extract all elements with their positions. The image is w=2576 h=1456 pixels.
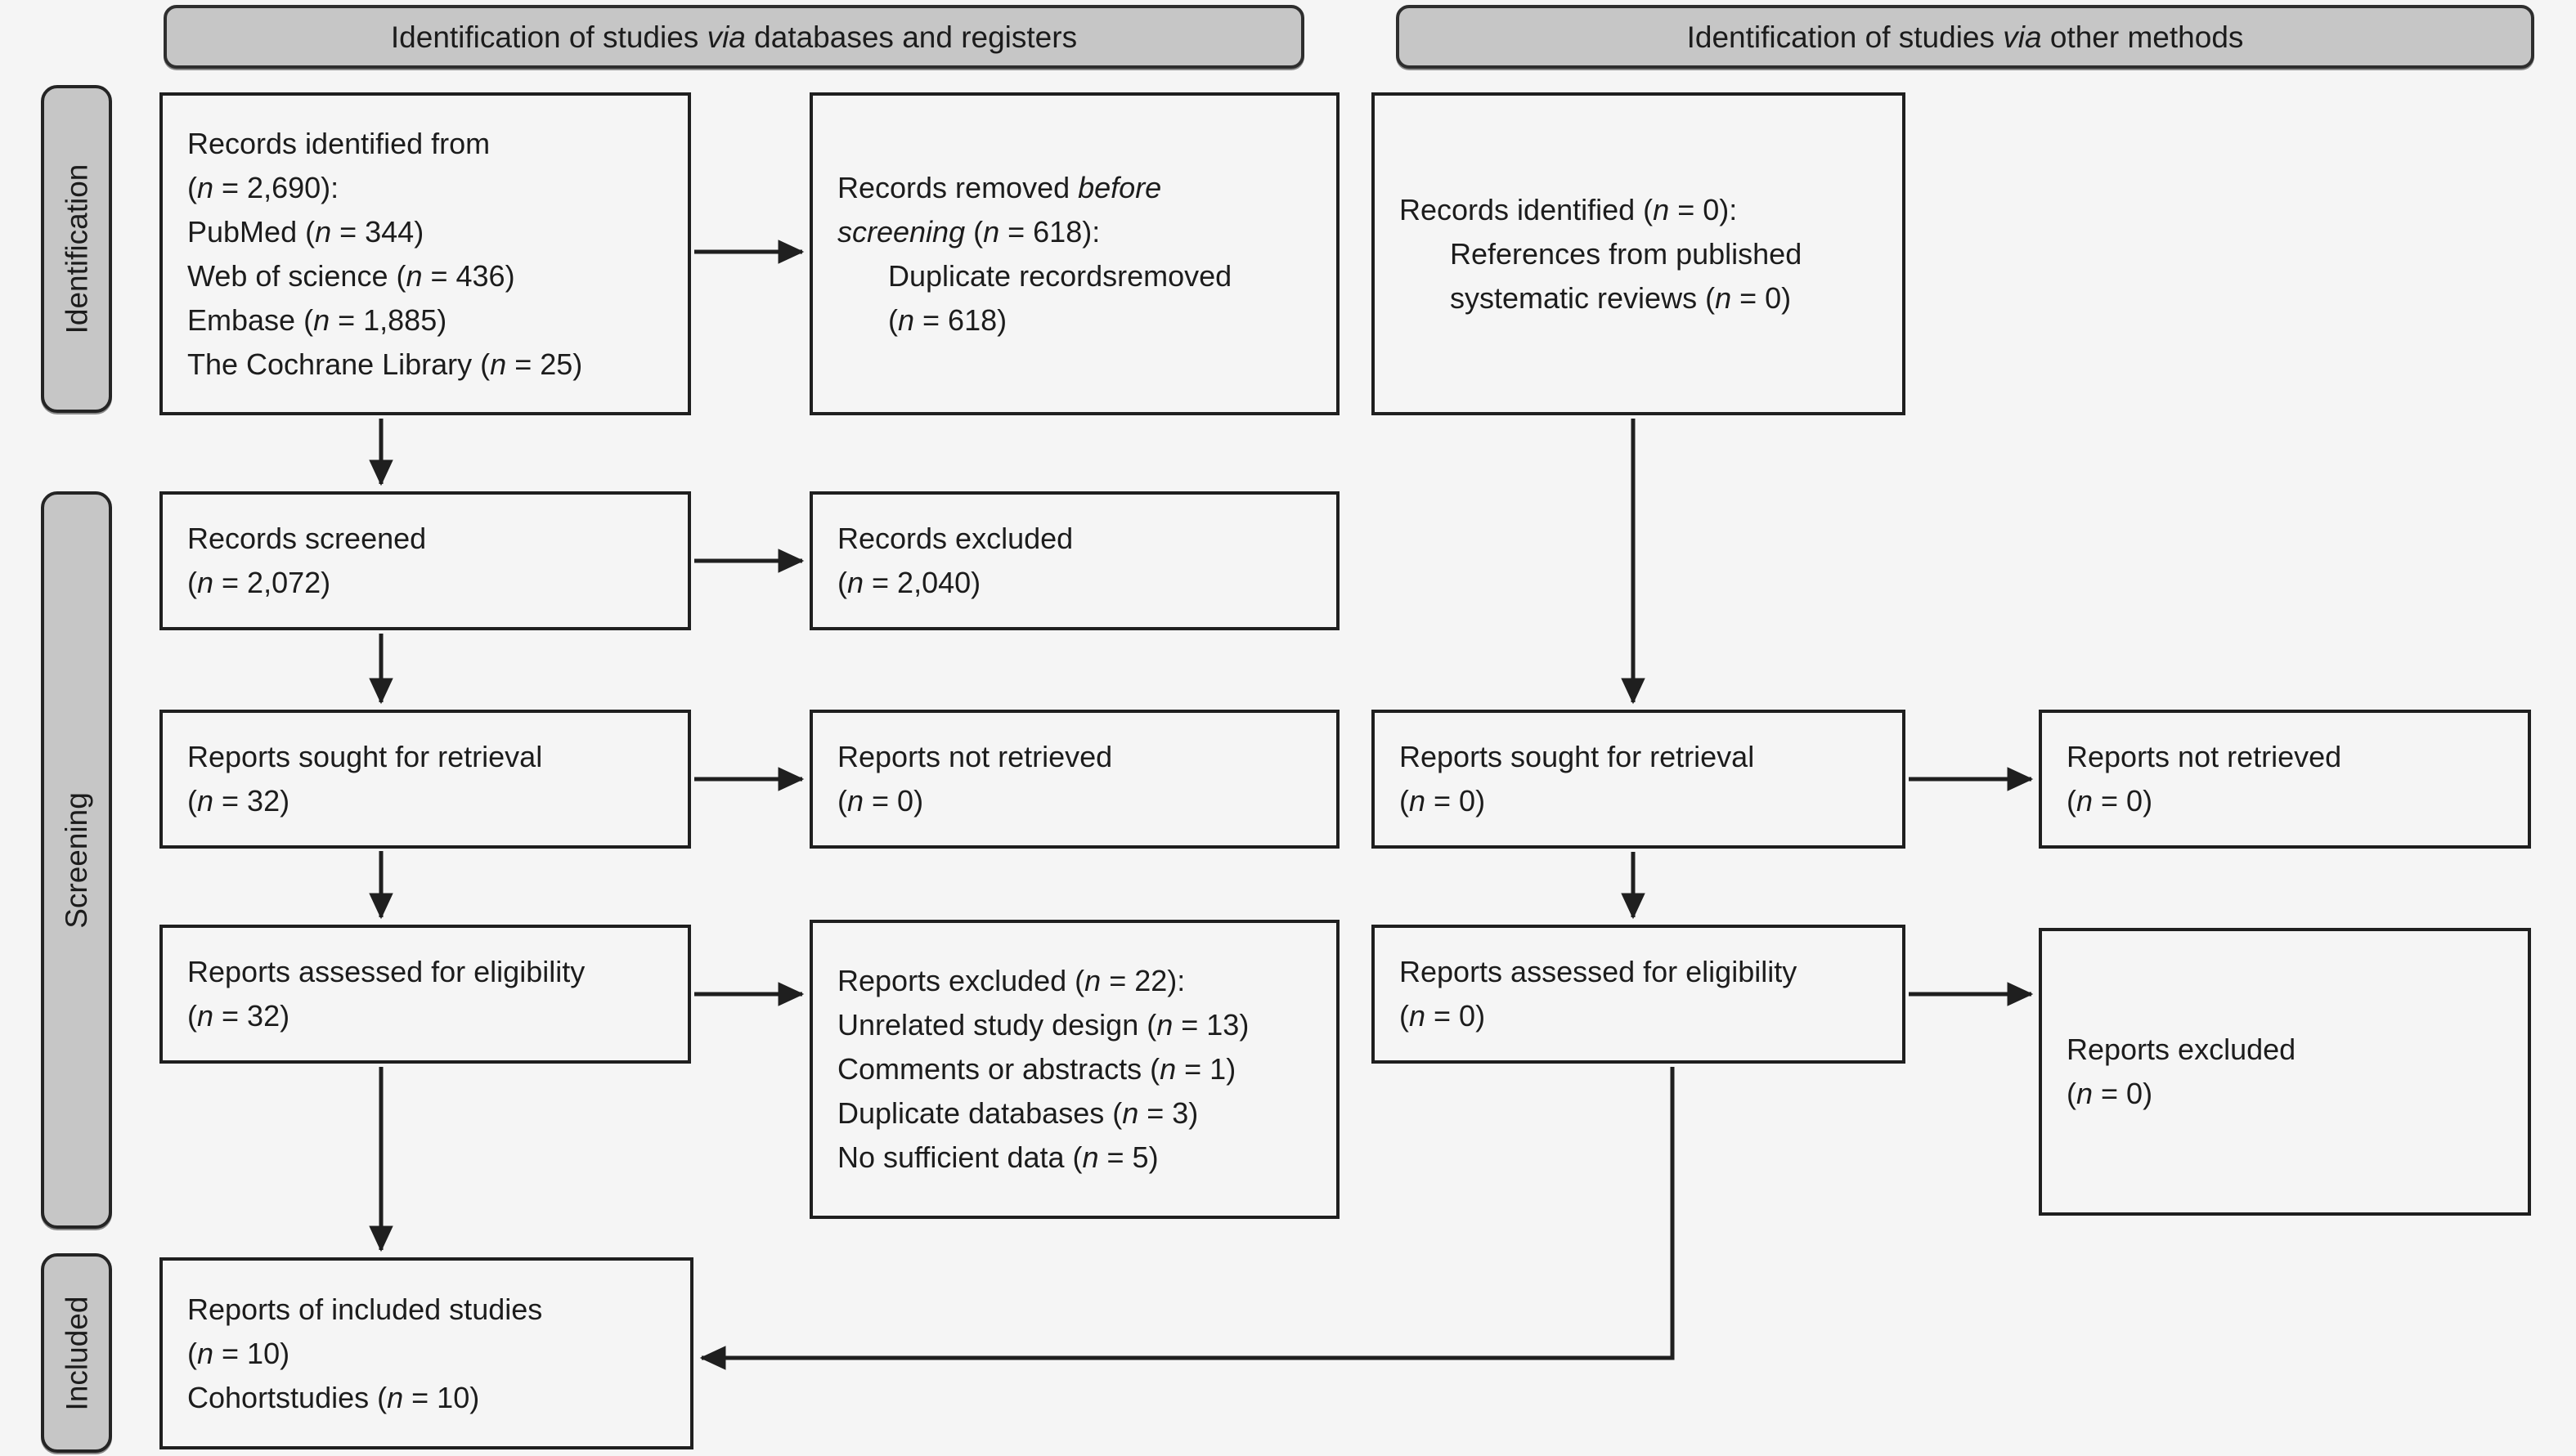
header-databases-registers: Identification of studies via databases … — [164, 5, 1304, 69]
box-included-studies: Reports of included studies(n = 10)Cohor… — [159, 1257, 693, 1449]
rail-screening-label: Screening — [60, 791, 94, 929]
box-reports-sought-other: Reports sought for retrieval(n = 0) — [1371, 710, 1905, 849]
box-records-excluded: Records excluded(n = 2,040) — [810, 491, 1340, 630]
box-reports-excluded-reasons: Reports excluded (n = 22):Unrelated stud… — [810, 920, 1340, 1219]
box-reports-excluded-other: Reports excluded(n = 0) — [2039, 928, 2531, 1216]
box-reports-not-retrieved-other: Reports not retrieved(n = 0) — [2039, 710, 2531, 849]
box-reports-assessed-other: Reports assessed for eligibility(n = 0) — [1371, 925, 1905, 1064]
box-records-screened: Records screened(n = 2,072) — [159, 491, 691, 630]
box-records-identified-databases: Records identified from(n = 2,690):PubMe… — [159, 92, 691, 415]
box-records-identified-other: Records identified (n = 0):References fr… — [1371, 92, 1905, 415]
rail-included: Included — [41, 1253, 112, 1453]
rail-identification: Identification — [41, 85, 112, 413]
box-reports-sought-databases: Reports sought for retrieval(n = 32) — [159, 710, 691, 849]
box-reports-assessed-databases: Reports assessed for eligibility(n = 32) — [159, 925, 691, 1064]
box-reports-not-retrieved-databases: Reports not retrieved(n = 0) — [810, 710, 1340, 849]
header-other-methods: Identification of studies via other meth… — [1396, 5, 2534, 69]
rail-screening: Screening — [41, 491, 112, 1229]
rail-identification-label: Identification — [60, 164, 93, 334]
rail-included-label: Included — [60, 1296, 94, 1410]
